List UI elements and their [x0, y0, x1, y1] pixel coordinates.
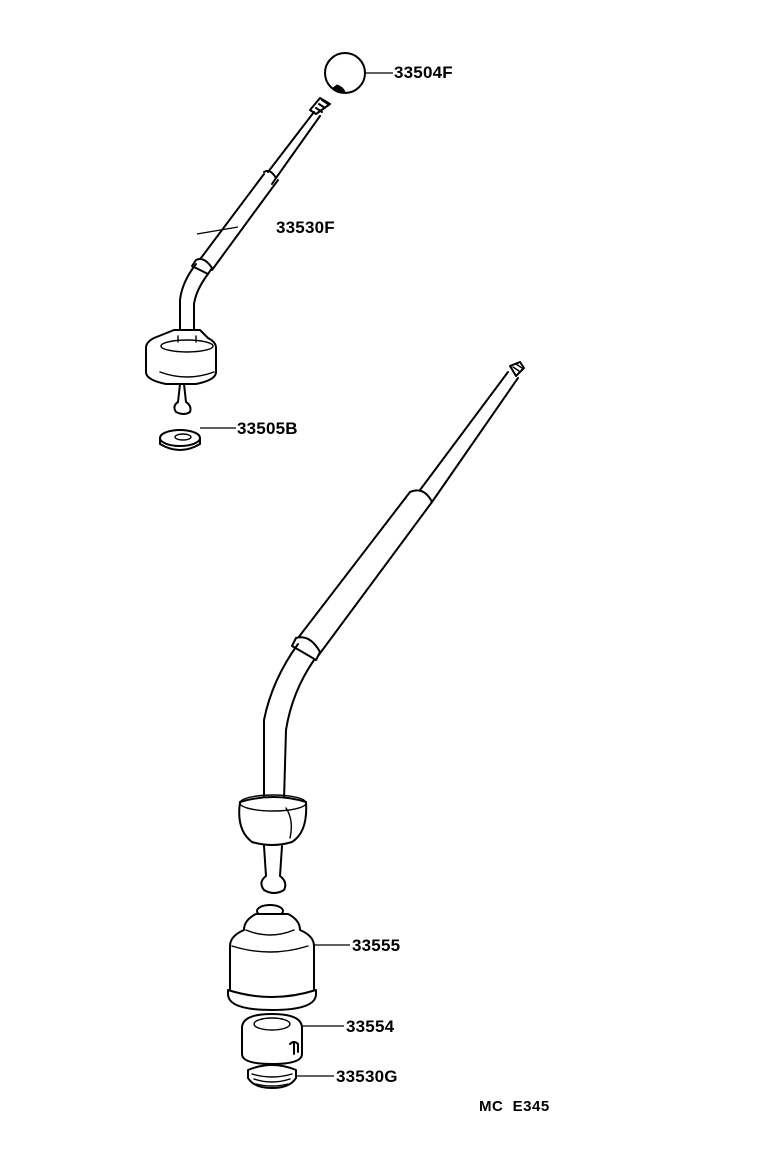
part-label-33555: 33555: [352, 936, 401, 955]
part-label-33505b: 33505B: [237, 419, 298, 438]
large-shift-lever-drawing: [238, 361, 525, 894]
drawing-code: MC E345: [479, 1098, 550, 1115]
small-shift-lever-drawing: [145, 97, 331, 415]
part-label-33504f: 33504F: [394, 63, 453, 82]
bushing-drawing: [159, 427, 236, 451]
part-label-33530f: 33530F: [276, 218, 335, 237]
part-label-33530g: 33530G: [336, 1067, 398, 1086]
boot-drawing: [227, 904, 350, 1011]
retainer-drawing: [241, 1013, 344, 1065]
shift-knob-drawing: [324, 52, 393, 94]
seat-drawing: [247, 1064, 334, 1089]
part-label-33554: 33554: [346, 1017, 395, 1036]
